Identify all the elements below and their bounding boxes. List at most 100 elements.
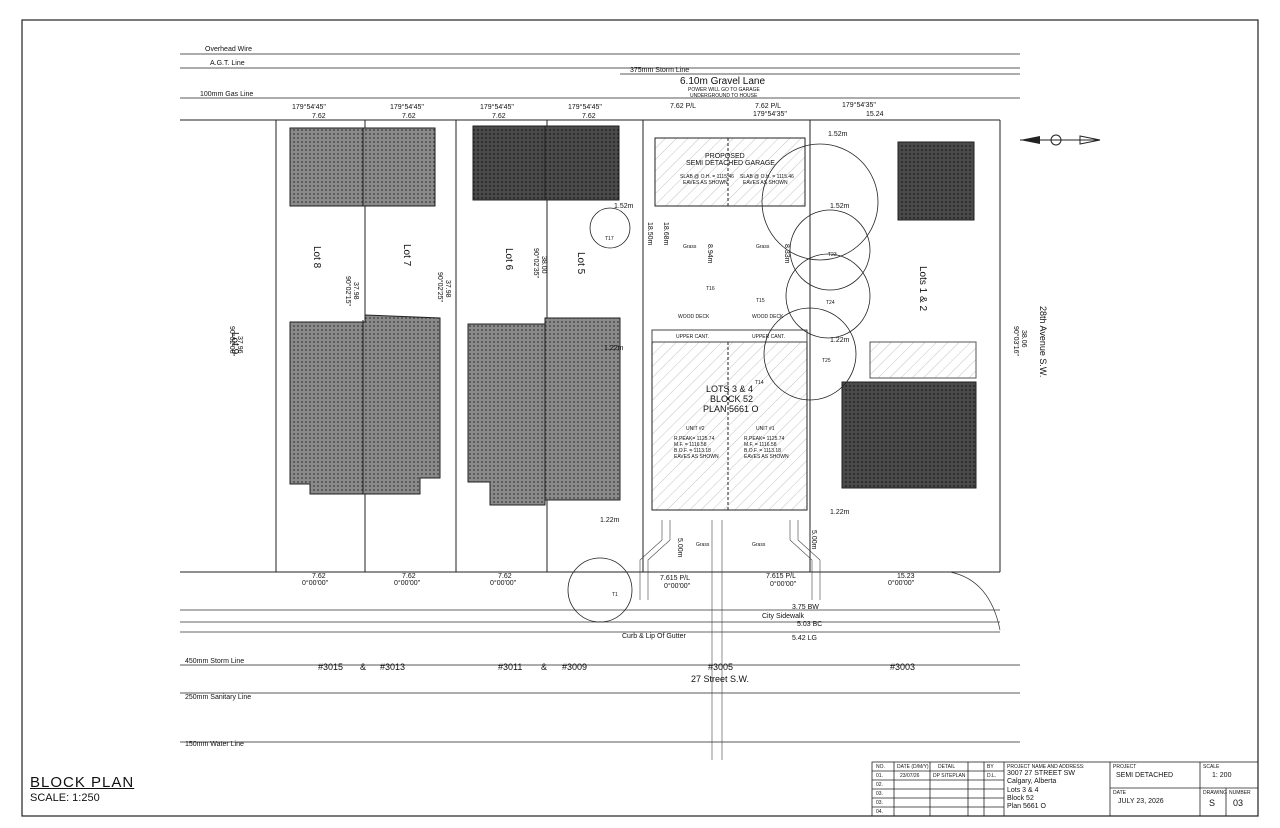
- unit1-eaves: EAVES AS SHOWN: [744, 454, 789, 460]
- tb-date-value: JULY 23, 2026: [1118, 798, 1164, 805]
- tb-project-address-2: Calgary, Alberta: [1007, 778, 1057, 785]
- tb-row1-date: 23/07/26: [900, 773, 920, 779]
- upper-cant-a: UPPER CANT.: [676, 334, 709, 340]
- bottom-bearing-2: 0°00'00": [394, 579, 421, 587]
- grass-label-a: Grass: [683, 244, 697, 250]
- utility-lines: [180, 53, 1020, 743]
- top-dim-5: 15.24: [866, 111, 884, 118]
- tb-header-by: BY: [987, 764, 994, 770]
- side-dim-lot5-b: 90°02'35": [532, 248, 540, 278]
- tb-row2-no: 02.: [876, 782, 883, 788]
- bottom-dim-1: 7.62: [312, 573, 326, 580]
- bottom-dim-2: 7.62: [402, 573, 416, 580]
- lane-note-2: UNDERGROUND TO HOUSE: [690, 93, 758, 99]
- setback-122-a: 1.22m: [604, 345, 624, 352]
- unit2-peak: R.PEAK= 1125.74: [674, 436, 715, 442]
- tb-scale-value: 1: 200: [1212, 772, 1232, 779]
- wood-deck-b: WOOD DECK: [752, 314, 784, 320]
- unit1-bof: B.O.F. = 1113.18: [744, 448, 781, 454]
- tree-t17: T17: [605, 236, 614, 242]
- unit1-mf: M.F. = 1116.58: [744, 442, 777, 448]
- water-line-label: 150mm Water Line: [185, 741, 244, 748]
- overhead-wire-label: Overhead Wire: [205, 46, 252, 53]
- dim-1850: 18.50m: [646, 222, 653, 246]
- top-bearing-4: 179°54'45": [568, 103, 602, 111]
- address-3015: #3015: [318, 662, 343, 672]
- address-3011: #3011: [498, 662, 522, 672]
- bottom-pl-b: 7.615 P/L: [766, 573, 796, 580]
- address-3005: #3005: [708, 662, 733, 672]
- dim-894: 8.94m: [706, 244, 713, 264]
- dim-833: 8.33m: [783, 244, 790, 264]
- unit1-peak: R.PEAK= 1125.74: [744, 436, 785, 442]
- grass-label-b: Grass: [756, 244, 770, 250]
- sidewalk: [180, 571, 1001, 633]
- tb-date-heading: DATE: [1113, 790, 1126, 796]
- front-walkways: [639, 520, 821, 760]
- tb-row5-no: 04.: [876, 809, 883, 815]
- subject-plan: PLAN 5661 O: [703, 404, 759, 414]
- tree-t16: T16: [706, 286, 715, 292]
- lot-9-label: Lot 9: [229, 332, 240, 355]
- lot-8-label: Lot 8: [311, 246, 322, 269]
- address-3009: #3009: [562, 662, 587, 672]
- tb-row4-no: 03.: [876, 800, 883, 806]
- north-arrow-icon: [1020, 134, 1101, 146]
- top-pl-a: 7.62 P/L: [670, 103, 696, 110]
- unit1-label: UNIT #1: [756, 426, 775, 432]
- tb-drawing-value: S: [1209, 798, 1216, 808]
- sanitary-line-label: 250mm Sanitary Line: [185, 694, 251, 701]
- lot-6-label: Lot 6: [503, 248, 514, 271]
- sidewalk-503: 5.03 BC: [797, 621, 822, 628]
- upper-cantilever: [651, 329, 808, 343]
- side-dim-lot5-a: 38.00: [540, 256, 547, 274]
- house-lot-6-5: [467, 317, 621, 506]
- proposed-semi-detached-house: [651, 341, 808, 511]
- subject-lots: LOTS 3 & 4: [706, 384, 753, 394]
- block-plan-scale: SCALE: 1:250: [30, 792, 100, 804]
- setback-152-b: 1.52m: [828, 131, 848, 138]
- grass-label-d: Grass: [752, 542, 766, 548]
- tree-t15: T15: [756, 298, 765, 304]
- tb-scale-heading: SCALE: [1203, 764, 1220, 770]
- house-lot-8-7: [289, 314, 441, 495]
- address-3013: #3013: [380, 662, 405, 672]
- subject-block: BLOCK 52: [710, 394, 753, 404]
- sidewalk-542: 5.42 LG: [792, 635, 817, 642]
- unit2-label: UNIT #2: [686, 426, 705, 432]
- bottom-bearing-3: 0°00'00": [490, 579, 517, 587]
- side-dim-lot6-a: 37.98: [444, 280, 451, 298]
- garage-lots-1-2: [897, 141, 975, 221]
- lane-note-1: POWER WILL GO TO GARAGE: [688, 87, 761, 93]
- side-dim-lot6-b: 90°02'25": [436, 272, 444, 302]
- bottom-bearing-1: 0°00'00": [302, 579, 329, 587]
- lot-5-label: Lot 5: [575, 252, 586, 275]
- setback-152-c: 1.52m: [830, 203, 850, 210]
- bottom-dim-4: 15.23: [897, 573, 915, 580]
- tb-number-value: 03: [1233, 798, 1244, 808]
- top-pl-b: 7.62 P/L: [755, 103, 781, 110]
- tb-row1-no: 01.: [876, 773, 883, 779]
- bottom-pl-a: 7.615 P/L: [660, 575, 690, 582]
- side-dim-lot7-a: 37.98: [352, 282, 359, 300]
- bottom-pl-bearing-a: 0°00'00": [664, 582, 691, 590]
- tb-header-no: NO.: [876, 764, 885, 770]
- garage-eaves-a: EAVES AS SHOWN: [683, 180, 728, 186]
- side-dim-east-a: 38.06: [1020, 330, 1027, 348]
- lot-7-label: Lot 7: [401, 244, 412, 267]
- unit2-eaves: EAVES AS SHOWN: [674, 454, 719, 460]
- setback-122-d: 1.22m: [830, 509, 850, 516]
- tb-number-heading: NUMBER: [1229, 790, 1251, 796]
- bottom-bearing-4: 0°00'00": [888, 579, 915, 587]
- lots-1-2-label: Lots 1 & 2: [917, 266, 928, 311]
- tb-project-plan: Plan 5661 O: [1007, 803, 1046, 810]
- side-dim-lot9-a: 37.96: [236, 336, 243, 354]
- bottom-pl-bearing-b: 0°00'00": [770, 580, 797, 588]
- garage-slab-a: SLAB @ O.H. = 1115.46: [680, 174, 734, 180]
- tree-t1: T1: [612, 592, 618, 598]
- dim-1868: 18.68m: [662, 222, 669, 246]
- trees: [567, 143, 879, 623]
- tb-project-address-1: 3007 27 STREET SW: [1007, 770, 1075, 777]
- proposed-garage: [654, 137, 806, 207]
- setback-500-a: 5.00m: [676, 538, 683, 558]
